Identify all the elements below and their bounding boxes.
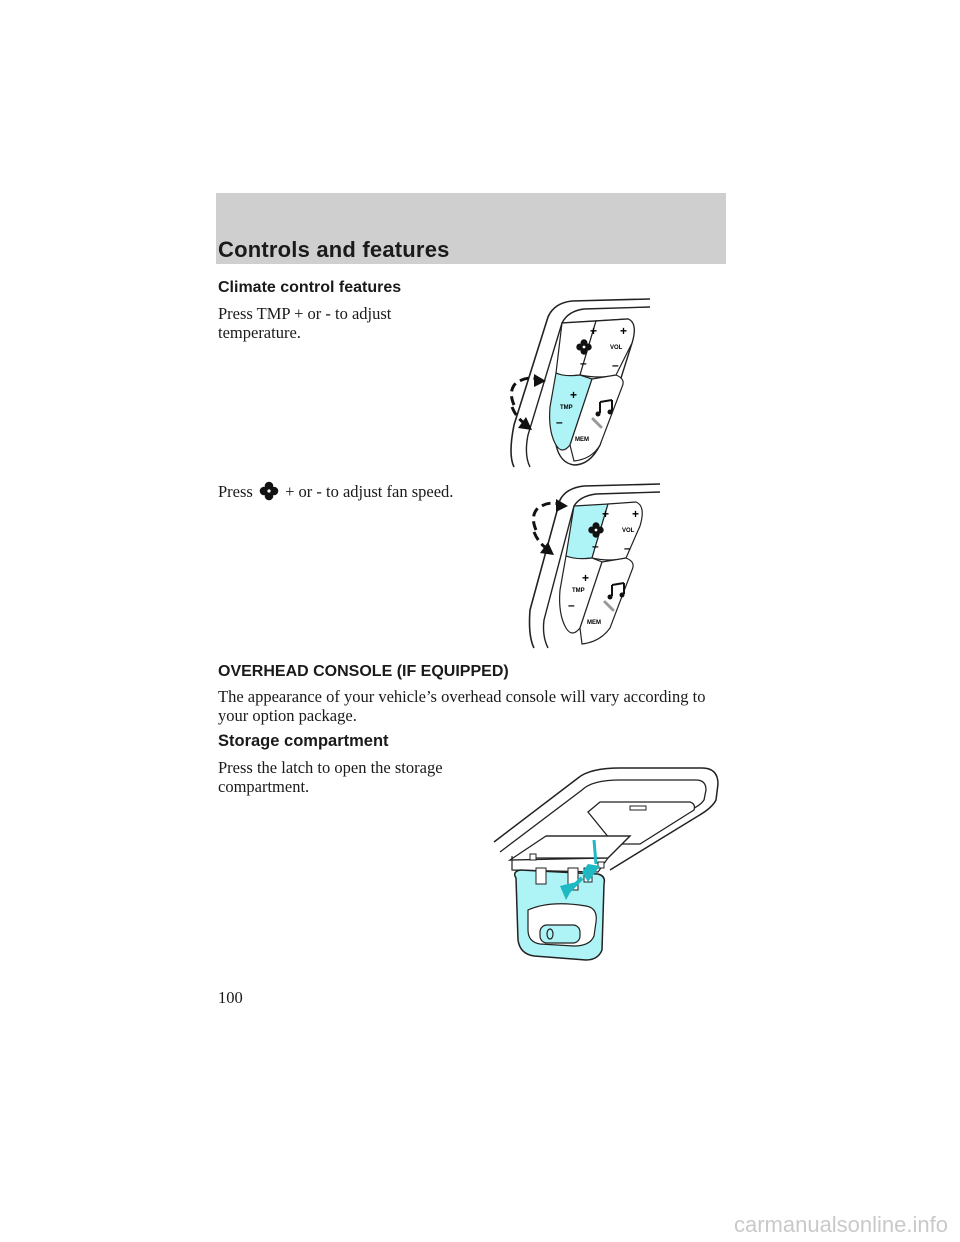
page-title: Controls and features	[218, 237, 450, 262]
svg-text:MEM: MEM	[575, 437, 589, 443]
svg-text:–: –	[612, 358, 619, 372]
svg-text:TMP: TMP	[560, 405, 573, 411]
rotation-arrow-icon	[531, 499, 568, 555]
storage-heading: Storage compartment	[218, 732, 389, 750]
svg-text:–: –	[556, 415, 563, 429]
climate-heading: Climate control features	[218, 279, 402, 296]
rotation-arrow-icon	[509, 374, 546, 430]
svg-text:+: +	[632, 507, 639, 521]
svg-text:+: +	[570, 388, 577, 402]
press-arrow-icon	[560, 839, 600, 900]
svg-text:+: +	[590, 324, 597, 338]
tmp-button-highlight	[549, 372, 593, 451]
svg-text:+: +	[582, 571, 589, 585]
svg-text:VOL: VOL	[622, 528, 635, 534]
header-band	[216, 193, 726, 264]
fan-icon	[576, 339, 592, 355]
steering-wheel-fan-illustration: + – + VOL – + TMP – MEM	[528, 483, 661, 649]
svg-text:VOL: VOL	[610, 345, 623, 351]
page-number: 100	[218, 988, 243, 1007]
tmp-instruction: Press TMP + or - to adjust temperature.	[218, 304, 392, 342]
fan-icon	[259, 481, 279, 501]
svg-text:–: –	[592, 539, 599, 553]
svg-text:–: –	[624, 541, 631, 555]
svg-text:+: +	[602, 507, 609, 521]
music-note-icon	[607, 582, 625, 600]
fan-icon	[588, 522, 604, 538]
svg-text:–: –	[580, 356, 587, 370]
storage-text: Press the latch to open the storage comp…	[218, 758, 443, 796]
overhead-heading: OVERHEAD CONSOLE (IF EQUIPPED)	[218, 663, 509, 680]
svg-text:MEM: MEM	[587, 620, 601, 626]
svg-text:TMP: TMP	[572, 588, 585, 594]
svg-text:+: +	[620, 324, 627, 338]
svg-text:–: –	[568, 598, 575, 612]
steering-wheel-tmp-illustration: + – + VOL – + TMP – MEM	[509, 298, 651, 468]
fan-instruction: Press + or - to adjust fan speed.	[218, 481, 454, 501]
music-note-icon	[595, 399, 613, 417]
watermark: carmanualsonline.info	[733, 1212, 948, 1237]
overhead-text: The appearance of your vehicle’s overhea…	[218, 687, 706, 725]
overhead-console-illustration	[493, 767, 719, 961]
